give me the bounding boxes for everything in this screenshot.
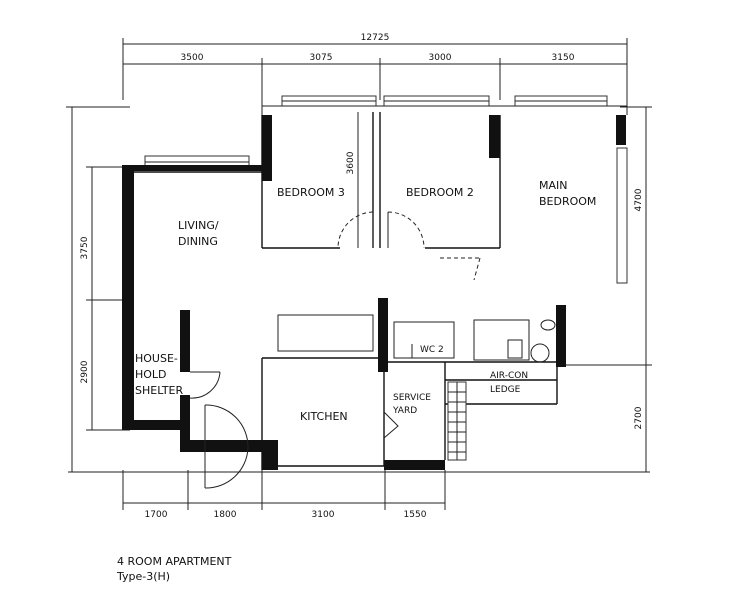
caption-title: 4 ROOM APARTMENT <box>117 555 232 568</box>
label-master-2: BEDROOM <box>539 195 596 208</box>
label-shelter-2: HOLD <box>135 368 167 381</box>
dim-bottom-2: 1800 <box>214 510 237 520</box>
fixtures <box>277 314 556 363</box>
label-service-2: YARD <box>392 406 417 416</box>
dim-bottom-4: 1550 <box>404 510 427 520</box>
bottom-dimensions: 1700 1800 3100 1550 <box>68 470 650 520</box>
dim-top-3: 3000 <box>429 53 452 63</box>
room-labels: BEDROOM 3 BEDROOM 2 MAIN BEDROOM LIVING/… <box>135 179 596 423</box>
right-dimensions: 4700 2700 <box>560 106 652 472</box>
dim-left-inner: 2900 <box>80 360 90 383</box>
doors <box>189 211 482 489</box>
walls <box>122 112 626 470</box>
windows <box>144 95 628 284</box>
label-aircon-1: AIR-CON <box>490 371 528 381</box>
label-wc: WC 2 <box>420 345 444 355</box>
top-dimensions: 12725 3500 3075 3000 3150 <box>122 33 628 100</box>
dim-top-2: 3075 <box>310 53 333 63</box>
dim-overall: 12725 <box>361 33 390 43</box>
dim-bottom-1: 1700 <box>145 510 168 520</box>
dim-top-4: 3150 <box>552 53 575 63</box>
dim-right-upper: 4700 <box>634 188 644 211</box>
label-bedroom3: BEDROOM 3 <box>277 186 345 199</box>
dim-bedroom3-depth: 3600 <box>346 151 356 174</box>
dim-left-outer: 3750 <box>80 236 90 259</box>
label-aircon-2: LEDGE <box>490 385 521 395</box>
label-service-1: SERVICE <box>393 393 431 403</box>
dim-top-1: 3500 <box>181 53 204 63</box>
label-shelter-1: HOUSE- <box>135 352 178 365</box>
label-master-1: MAIN <box>539 179 568 192</box>
label-shelter-3: SHELTER <box>135 384 183 397</box>
label-living-2: DINING <box>178 235 218 248</box>
dim-bottom-3: 3100 <box>312 510 335 520</box>
label-kitchen: KITCHEN <box>300 410 348 423</box>
dim-right-lower: 2700 <box>634 406 644 429</box>
caption: 4 ROOM APARTMENT Type-3(H) <box>116 555 232 583</box>
left-dimensions: 3750 2900 <box>66 106 130 472</box>
caption-type: Type-3(H) <box>116 570 170 583</box>
label-bedroom2: BEDROOM 2 <box>406 186 474 199</box>
label-living-1: LIVING/ <box>178 219 219 232</box>
